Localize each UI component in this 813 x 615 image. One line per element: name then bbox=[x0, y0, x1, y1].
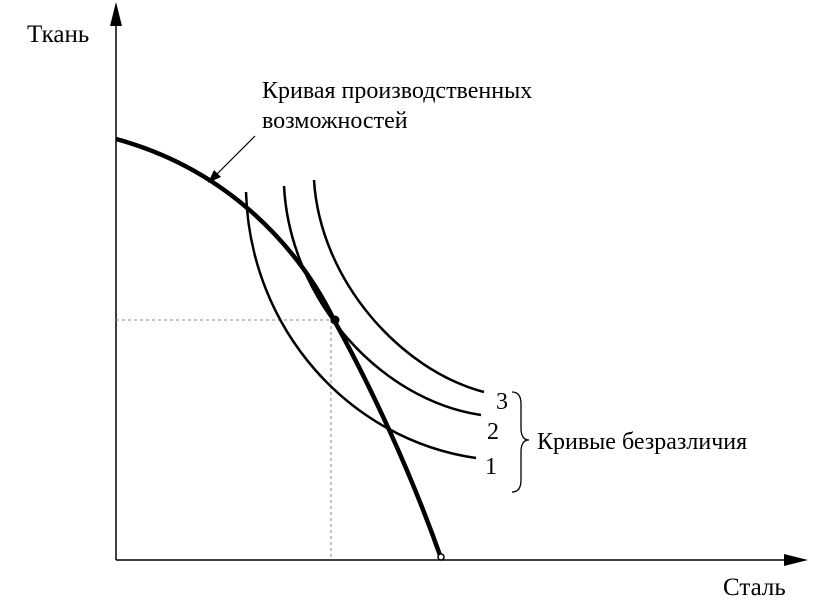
y-axis-label: Ткань bbox=[27, 21, 89, 48]
ppf-label-line2: возможностей bbox=[262, 108, 408, 134]
indifference-curve-2 bbox=[282, 185, 482, 417]
ppf-pointer-arrow bbox=[212, 135, 256, 179]
ppf-label-line1: Кривая производственных bbox=[262, 78, 532, 104]
x-axis-arrow bbox=[784, 554, 808, 566]
indifference-curve-label-3: 3 bbox=[496, 389, 508, 415]
y-axis-arrow bbox=[110, 2, 122, 26]
indifference-brace bbox=[511, 391, 530, 493]
x-axis-label: Сталь bbox=[723, 574, 786, 601]
indifference-group-label: Кривые безразличия bbox=[537, 429, 747, 455]
indifference-curve-label-2: 2 bbox=[487, 419, 499, 445]
ppf-endpoint bbox=[437, 553, 445, 561]
equilibrium-point bbox=[330, 315, 340, 325]
indifference-curve-label-1: 1 bbox=[485, 454, 497, 480]
indifference-curve-3 bbox=[312, 179, 485, 394]
ppf-curve bbox=[115, 136, 444, 559]
indifference-curve-1 bbox=[244, 191, 477, 460]
ppf-pointer-arrowhead bbox=[208, 170, 221, 183]
